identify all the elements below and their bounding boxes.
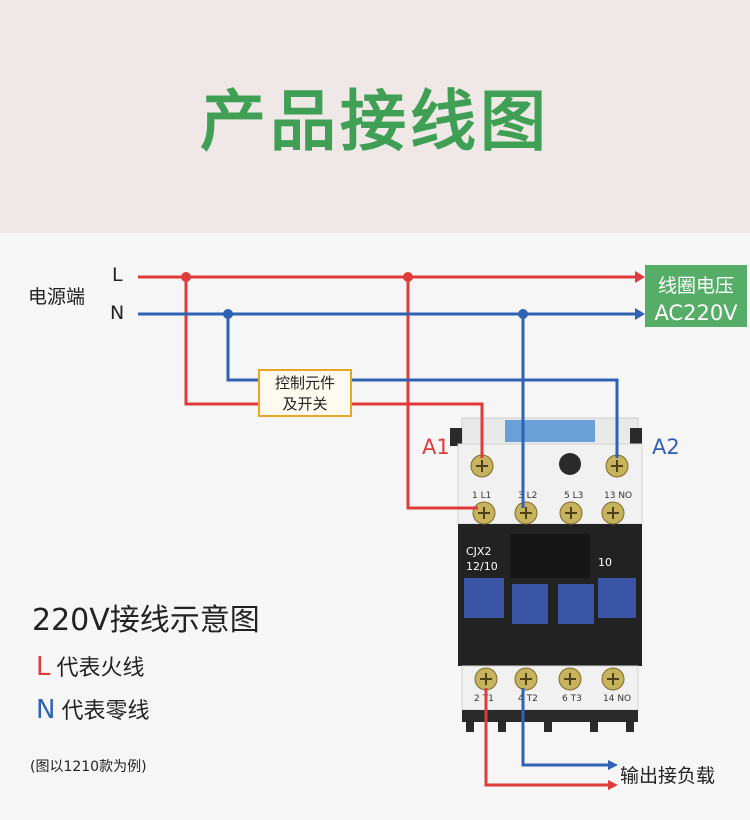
contactor-blue-window-1 (464, 578, 504, 618)
contactor-indicator-hole (559, 453, 581, 475)
contactor-rating: 12/10 (466, 560, 498, 573)
live-line-letter: L (112, 264, 123, 286)
contactor-foot-4 (590, 722, 598, 732)
coil-terminal-a2: A2 (652, 435, 680, 459)
live-junction-2 (403, 272, 413, 282)
coil-voltage-badge: 线圈电压 AC220V (645, 265, 747, 327)
screw-t3-icon (558, 667, 582, 691)
top-terminal-label-4: 13 NO (604, 491, 632, 501)
screw-t1-icon (474, 667, 498, 691)
contactor-base (462, 710, 638, 722)
neutral-to-a2-wire (352, 378, 619, 458)
legend-neutral-text: 代表零线 (61, 699, 150, 724)
live-junction-1 (181, 272, 191, 282)
contactor-foot-5 (626, 722, 634, 732)
neutral-line-letter: N (110, 302, 125, 324)
live-arrow-head (608, 780, 618, 790)
bottom-terminal-label-3: 6 T3 (562, 694, 582, 704)
neutral-wires (138, 312, 635, 767)
neutral-junction-1 (223, 309, 233, 319)
terminal-screws (470, 454, 629, 691)
bottom-terminal-label-1: 2 T1 (474, 694, 494, 704)
live-to-l1-wire (406, 277, 478, 510)
screw-l2-icon (514, 501, 538, 525)
contactor-foot-1 (466, 722, 474, 732)
top-terminal-label-2: 3 L2 (518, 491, 537, 501)
header-banner: 产品接线图 (0, 0, 750, 233)
legend-live-key: L (36, 652, 51, 682)
contactor-latch-left (450, 428, 462, 446)
live-coil-arrow (635, 271, 645, 283)
screw-a1-icon (470, 454, 494, 478)
model-note: (图以1210款为例) (30, 759, 147, 775)
coil-terminal-a1: A1 (422, 435, 450, 459)
coil-voltage-title: 线圈电压 (657, 275, 734, 297)
neutral-arrow-head (608, 760, 618, 770)
t1-output-wire (484, 688, 608, 787)
contactor-foot-3 (544, 722, 552, 732)
control-switch-box: 控制元件 及开关 (258, 369, 352, 417)
control-box-line1: 控制元件 (274, 374, 335, 392)
screw-a2-icon (605, 454, 629, 478)
screw-t2-icon (514, 667, 538, 691)
contactor-label-plate (505, 420, 595, 442)
top-terminal-label-1: 1 L1 (472, 491, 491, 501)
power-source-label: 电源端 (28, 286, 86, 308)
contactor-aux-code: 10 (598, 556, 612, 569)
coil-voltage-value: AC220V (654, 301, 738, 325)
screw-l1-icon (472, 501, 496, 525)
neutral-coil-arrow (635, 308, 645, 320)
contactor-blue-window-4 (598, 578, 636, 618)
top-terminal-label-3: 5 L3 (564, 491, 583, 501)
contactor-foot-2 (498, 722, 506, 732)
contactor-core (510, 534, 590, 578)
neutral-junction-2 (518, 309, 528, 319)
control-to-a1-wire (352, 402, 484, 458)
t2-output-wire (521, 688, 608, 767)
contactor-latch-right (630, 428, 642, 446)
bottom-terminal-label-4: 14 NO (603, 694, 631, 704)
contactor-model: CJX2 (466, 545, 491, 558)
live-wires (138, 275, 635, 787)
diagram-caption-title: 220V接线示意图 (32, 603, 260, 638)
screw-14no-icon (601, 667, 625, 691)
screw-13no-icon (601, 501, 625, 525)
contactor-blue-window-3 (558, 584, 594, 624)
legend-live-text: 代表火线 (56, 656, 145, 681)
legend-neutral-key: N (36, 695, 56, 725)
bottom-terminal-label-2: 4 T2 (518, 694, 538, 704)
page-title: 产品接线图 (200, 83, 550, 160)
control-box-line2: 及开关 (282, 395, 328, 413)
live-branch-to-control (184, 277, 258, 406)
screw-l3-icon (559, 501, 583, 525)
output-load-label: 输出接负载 (620, 765, 716, 787)
contactor-blue-window-2 (512, 584, 548, 624)
neutral-branch-to-control (226, 314, 258, 382)
